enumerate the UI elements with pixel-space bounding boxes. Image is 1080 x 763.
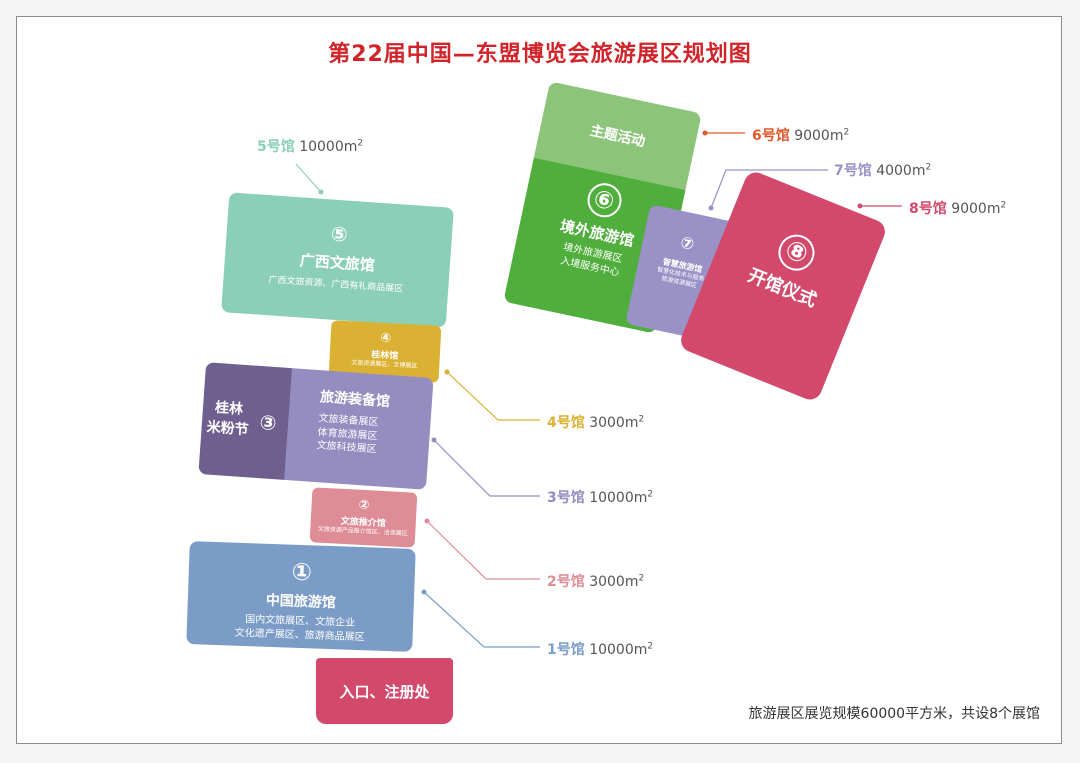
connector-hall1 [421,589,540,648]
hall-1-label-exp: 2 [647,641,654,652]
hall-7-label: 7号馆 4000m2 [834,160,931,180]
hall-1-label-area: 10000m [589,642,648,658]
hall-3-label-num: 3号馆 [547,490,585,506]
hall-4-label-area: 3000m [589,415,639,431]
hall-1-label-num: 1号馆 [547,642,585,658]
entrance-registration-block[interactable]: 入口、注册处 [316,658,453,724]
hall-5-label-exp: 2 [357,138,364,149]
hall-3-label-area: 10000m [589,490,648,506]
connector-hall7 [708,169,828,211]
hall-7-label-num: 7号馆 [834,163,872,179]
hall-1-block[interactable]: ① 中国旅游馆 国内文旅展区、文旅企业 文化遗产展区、旅游商品展区 [186,541,416,652]
hall-6-label: 6号馆 9000m2 [752,125,849,145]
hall-6-label-exp: 2 [843,127,850,138]
hall-8-number: ⑧ [773,229,820,277]
hall-2-label-exp: 2 [638,573,645,584]
connector-hall6 [702,130,745,136]
entrance-label: 入口、注册处 [339,682,430,701]
hall-3-label-exp: 2 [647,489,654,500]
footer-note: 旅游展区展览规模60000平方米，共设8个展馆 [748,706,1040,722]
hall-8-label-area: 9000m [951,201,1001,217]
hall-6-label-num: 6号馆 [752,128,790,144]
hall-5-number: ⑤ [330,221,349,247]
hall-1-label: 1号馆 10000m2 [547,639,653,659]
hall-3-label: 3号馆 10000m2 [547,487,653,507]
hall-7-label-exp: 2 [925,162,932,173]
hall-3-name: 旅游装备馆 [319,389,391,411]
hall-7-label-area: 4000m [876,163,926,179]
hall-2-block[interactable]: ② 文旅推介馆 文旅资源产品推介馆区、洽谈展区 [309,487,418,548]
hall-4-label-num: 4号馆 [547,415,585,431]
hall-3-number: ③ [258,410,278,436]
hall-2-label-area: 3000m [589,574,639,590]
connector-hall5 [295,163,324,195]
hall-5-label-area: 10000m [299,139,358,155]
hall-7-number: ⑦ [678,231,697,254]
hall-6-label-area: 9000m [794,128,844,144]
hall-4-label-exp: 2 [638,414,645,425]
hall-6-number: ⑥ [583,180,625,221]
hall-2-label-num: 2号馆 [547,574,585,590]
theme-activity-label: 主题活动 [588,122,647,151]
hall-4-number: ④ [379,330,392,347]
hall-5-block[interactable]: ⑤ 广西文旅馆 广西文旅资源、广西有礼商品展区 [221,192,454,328]
hall-5-label: 5号馆 10000m2 [257,136,363,156]
hall-8-label-num: 8号馆 [909,201,947,217]
connector-hall4 [444,369,540,421]
hall-3-left-name-2: 米粉节 [206,419,250,439]
hall-2-label: 2号馆 3000m2 [547,571,644,591]
hall-8-label-exp: 2 [1000,200,1007,211]
hall-5-label-num: 5号馆 [257,139,295,155]
connector-hall8 [857,203,902,209]
hall-3-block[interactable]: 桂林 米粉节 ③ 旅游装备馆 文旅装备展区 体育旅游展区 文旅科技展区 [198,362,434,490]
connector-hall3 [431,437,540,497]
connector-hall2 [424,518,540,580]
hall-8-label: 8号馆 9000m2 [909,198,1006,218]
hall-1-number: ① [291,557,313,587]
hall-2-number: ② [358,497,371,514]
page-title: 第22届中国—东盟博览会旅游展区规划图 [328,42,752,67]
rice-noodle-festival-zone[interactable]: 桂林 米粉节 ③ [198,362,292,480]
hall-4-label: 4号馆 3000m2 [547,412,644,432]
